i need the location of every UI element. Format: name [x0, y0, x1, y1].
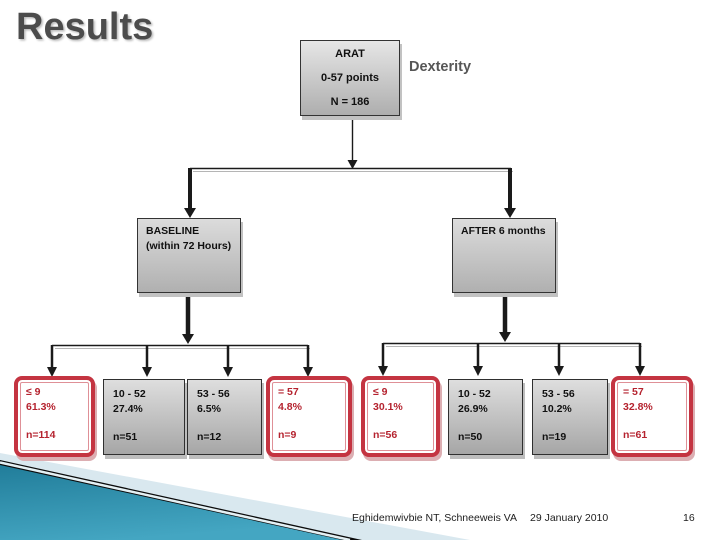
dexterity-label: Dexterity — [409, 59, 472, 75]
leaf-range: ≤ 9 — [373, 386, 388, 398]
group-node-baseline: BASELINE (within 72 Hours) — [137, 218, 241, 293]
arrow-down-icon — [184, 208, 196, 218]
group-node-after: AFTER 6 months — [452, 218, 556, 293]
slide-title: Results — [16, 6, 154, 48]
leaf-after-eq-57: = 57 32.8% n=61 — [611, 376, 693, 457]
leaf-range: 53 - 56 — [542, 388, 575, 400]
leaf-range: ≤ 9 — [26, 386, 41, 398]
leaf-baseline-53-56: 53 - 56 6.5% n=12 — [187, 379, 262, 455]
leaf-percent: 32.8% — [623, 401, 653, 414]
leaf-percent: 26.9% — [458, 403, 488, 416]
decor-highlight-line — [0, 461, 351, 540]
leaf-count: n=61 — [623, 429, 648, 442]
leaf-percent: 6.5% — [197, 403, 221, 416]
leaf-count: n=12 — [197, 431, 222, 444]
leaf-range: 10 - 52 — [113, 388, 146, 400]
arrow-down-icon — [554, 366, 564, 376]
leaf-range: 53 - 56 — [197, 388, 230, 400]
leaf-count: n=19 — [542, 431, 567, 444]
arrow-down-icon — [223, 367, 233, 377]
leaf-baseline-10-52: 10 - 52 27.4% n=51 — [103, 379, 185, 455]
leaf-percent: 4.8% — [278, 401, 302, 414]
arrow-down-icon — [499, 332, 511, 342]
leaf-count: n=51 — [113, 431, 138, 444]
arrow-down-icon — [635, 366, 645, 376]
decor-black-stripe — [0, 460, 362, 540]
leaf-count: n=114 — [26, 429, 56, 442]
root-node-arat: ARAT 0-57 points N = 186 — [300, 40, 400, 116]
arrow-down-icon — [182, 334, 194, 344]
after-connector — [378, 293, 645, 376]
footer-authors: Eghidemwivbie NT, Schneeweis VA — [352, 512, 517, 524]
decor-teal-wedge — [0, 465, 342, 540]
footer-date: 29 January 2010 — [530, 512, 609, 524]
root-connector — [184, 116, 516, 218]
leaf-percent: 27.4% — [113, 403, 143, 416]
leaf-range: 10 - 52 — [458, 388, 491, 400]
leaf-after-10-52: 10 - 52 26.9% n=50 — [448, 379, 523, 455]
root-n: N = 186 — [330, 96, 370, 108]
leaf-percent: 30.1% — [373, 401, 403, 414]
leaf-percent: 10.2% — [542, 403, 572, 416]
arrow-down-icon — [347, 160, 358, 169]
root-title: ARAT — [335, 48, 365, 60]
root-scale: 0-57 points — [320, 72, 380, 84]
baseline-connector — [47, 293, 313, 377]
leaf-percent: 61.3% — [26, 401, 56, 414]
leaf-after-53-56: 53 - 56 10.2% n=19 — [532, 379, 608, 455]
leaf-baseline-eq-57: = 57 4.8% n=9 — [266, 376, 352, 457]
leaf-after-le-9: ≤ 9 30.1% n=56 — [361, 376, 440, 457]
leaf-count: n=50 — [458, 431, 483, 444]
page-number: 16 — [683, 512, 695, 524]
leaf-count: n=56 — [373, 429, 398, 442]
leaf-range: = 57 — [278, 386, 299, 398]
arrow-down-icon — [473, 366, 483, 376]
decor-pale-wedge — [0, 453, 470, 540]
arrow-down-icon — [504, 208, 516, 218]
arrow-down-icon — [378, 366, 388, 376]
leaf-range: = 57 — [623, 386, 644, 398]
leaf-count: n=9 — [278, 429, 297, 442]
leaf-baseline-le-9: ≤ 9 61.3% n=114 — [14, 376, 95, 457]
arrow-down-icon — [142, 367, 152, 377]
